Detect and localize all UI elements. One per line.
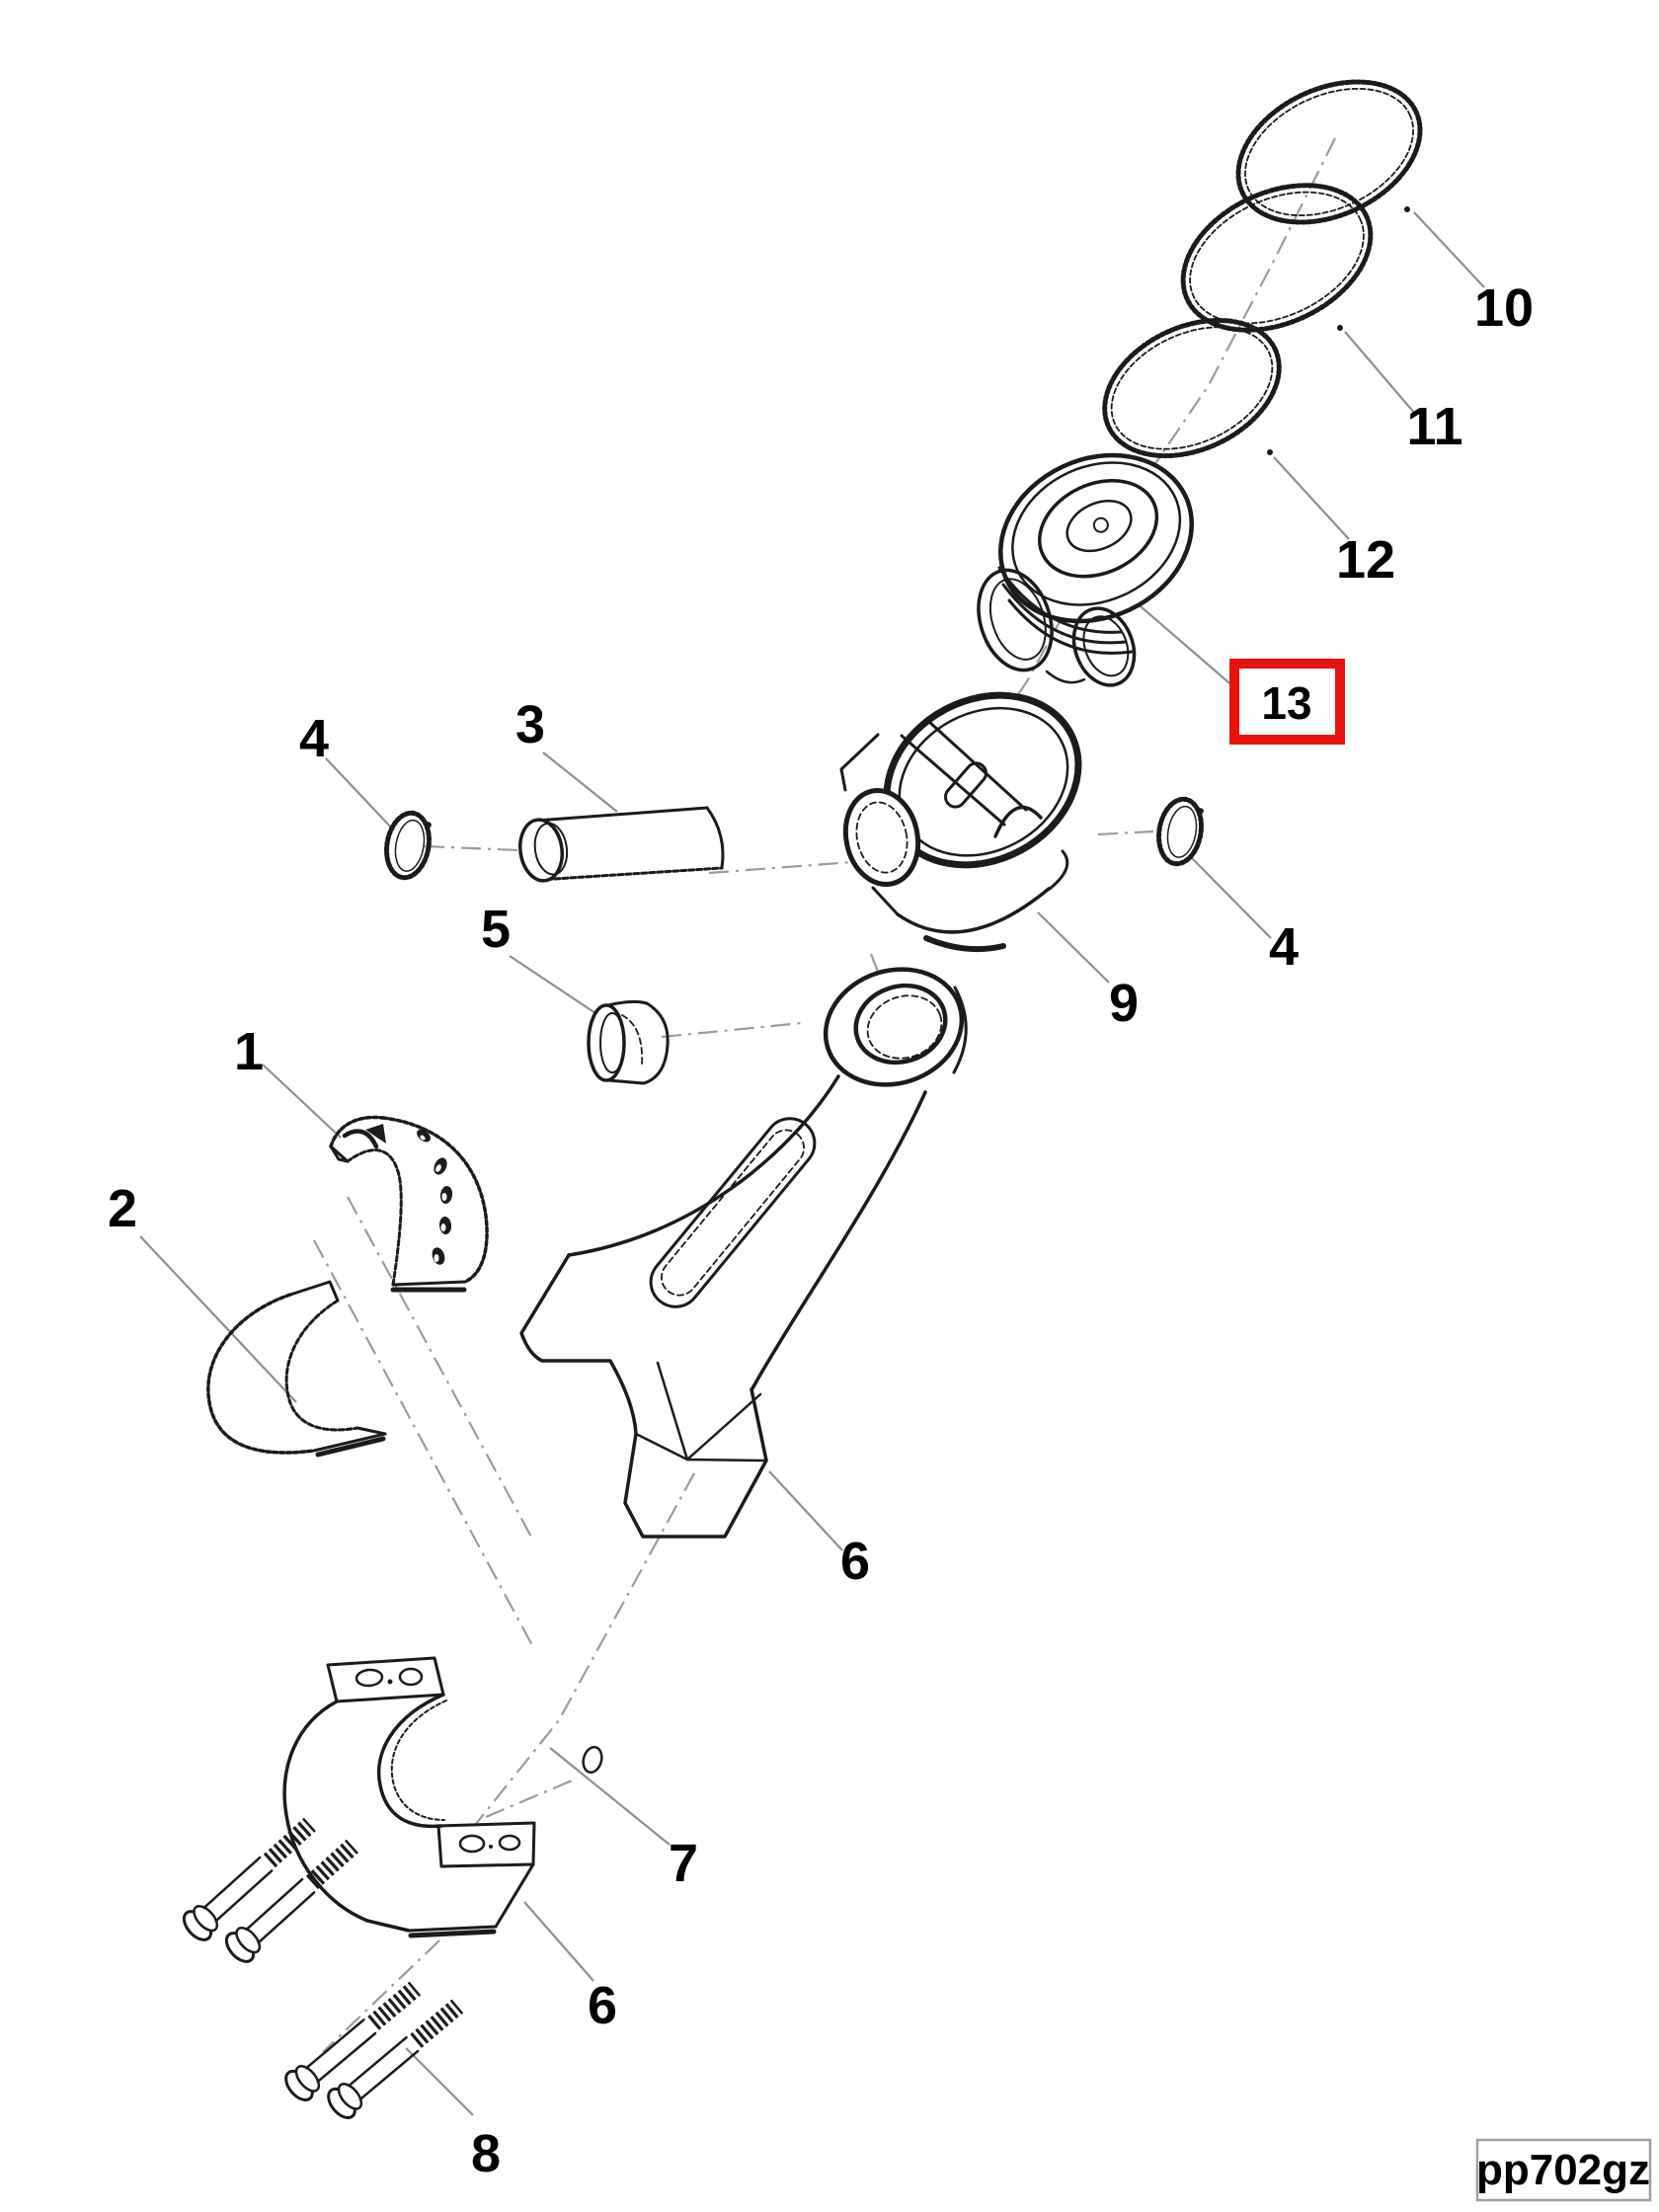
leader-12 <box>1273 456 1350 540</box>
piston-9-skirt-bottom <box>896 887 1051 934</box>
bearing-shell-1 <box>329 1115 489 1293</box>
shell-1-oil-holes <box>417 1129 453 1265</box>
piston-ring-11 <box>1180 183 1374 333</box>
leader-lines <box>139 211 1485 2116</box>
part-label-4-left: 4 <box>299 709 329 768</box>
bushing-5 <box>587 999 670 1085</box>
leader-1 <box>262 1064 342 1139</box>
axis-rings-to-pistons <box>985 137 1336 744</box>
bearing-shell-2 <box>206 1280 387 1458</box>
piston-9-skirt-right <box>1048 849 1069 891</box>
part-label-6-rod: 6 <box>840 1532 870 1591</box>
piston-13-skirt-lobe-right <box>1071 606 1137 687</box>
leader-3 <box>542 751 618 813</box>
part-labels: 1 2 3 4 4 5 6 6 7 8 9 10 11 12 <box>108 278 1534 2183</box>
leader-6-cap <box>523 1901 594 1982</box>
cap-top-boss <box>326 1656 445 1703</box>
diagram-code-badge: pp702gz <box>1475 2138 1652 2202</box>
leader-11 <box>1344 331 1416 415</box>
rod-shank-slot-inner <box>661 1129 805 1297</box>
piston-9-skirt-left <box>871 886 900 916</box>
rod-shank-slot <box>649 1117 817 1308</box>
axis-pin-middle <box>708 859 866 875</box>
part-label-13: 13 <box>1261 677 1311 729</box>
piston-9-top-corner <box>839 733 880 792</box>
part-label-6-cap: 6 <box>588 1976 617 2035</box>
leader-5 <box>509 955 596 1014</box>
ring-groove-1 <box>997 566 1123 634</box>
ring-groove-3 <box>1007 598 1134 655</box>
piston-pin-3 <box>518 806 725 883</box>
part-label-1: 1 <box>234 1022 264 1081</box>
ring-groove-2 <box>1001 583 1128 645</box>
axis-pin-right <box>1097 830 1154 836</box>
piston-9-pin-boss-arc <box>993 805 1043 838</box>
leader-7 <box>549 1747 671 1846</box>
part-label-10: 10 <box>1474 278 1534 338</box>
ring-12-gap-dot <box>1267 449 1273 455</box>
leader-6-rod <box>768 1470 843 1551</box>
leader-9 <box>1037 911 1110 984</box>
axis-bushing <box>661 1021 803 1039</box>
part-label-7: 7 <box>669 1834 698 1893</box>
part-label-12: 12 <box>1336 530 1395 590</box>
leader-8 <box>405 2047 474 2116</box>
diagram-code-text: pp702gz <box>1476 2146 1650 2194</box>
piston-13 <box>977 452 1194 687</box>
piston-9-skirt-edge <box>923 935 1006 953</box>
cap-bore-arc <box>377 1693 445 1829</box>
leader-10 <box>1413 211 1485 288</box>
highlighted-part-13: 13 <box>1229 659 1345 745</box>
rod-shank-left-edge <box>567 1074 840 1257</box>
explosion-axis-lines <box>313 137 1336 2053</box>
cap-bolts-8 <box>179 1813 467 2123</box>
circlip-4-right <box>1154 796 1207 867</box>
piston-13-skirt-lobe-left <box>977 568 1054 672</box>
piston-9-pin-bore <box>842 787 921 888</box>
piston-9-rib-2 <box>927 720 1028 812</box>
part-label-9: 9 <box>1109 974 1139 1033</box>
leader-4-right <box>1190 856 1272 939</box>
rod-foot-inner-edges <box>634 1361 768 1462</box>
axis-cap-to-bolts <box>322 1939 440 2053</box>
dowel-pin-7 <box>582 1745 603 1775</box>
cap-bore-arc-inner <box>390 1699 447 1821</box>
axis-dowel-pin <box>485 1777 578 1819</box>
piston-13-skirt-bridge <box>1045 670 1086 684</box>
big-end-cap-6 <box>282 1656 536 1938</box>
cap-right-boss <box>436 1821 536 1868</box>
part-label-11: 11 <box>1406 397 1462 456</box>
leader-13 <box>1133 599 1236 689</box>
bolt-upper-2 <box>221 1835 362 1967</box>
part-label-2: 2 <box>108 1179 137 1238</box>
part-label-4-right: 4 <box>1269 917 1299 977</box>
axis-shell1 <box>347 1196 534 1541</box>
piston-ring-10 <box>1235 79 1423 225</box>
highlight-box <box>1229 659 1345 745</box>
axis-shell2 <box>313 1239 534 1648</box>
leader-2 <box>139 1235 297 1403</box>
rod-big-end-foot <box>519 1253 768 1539</box>
piston-9-rib-1 <box>900 734 1006 827</box>
part-label-8: 8 <box>471 2124 501 2183</box>
bolt-upper-1 <box>179 1813 320 1945</box>
rod-small-end <box>823 967 968 1087</box>
leader-4-left <box>325 757 395 831</box>
piston-9-center-slot <box>944 761 988 809</box>
piston-9 <box>839 691 1082 953</box>
ring-10-gap-dot <box>1404 206 1410 212</box>
cap-outer-arc <box>282 1699 411 1933</box>
piston-ring-12 <box>1102 317 1282 459</box>
connecting-rod-6 <box>519 967 968 1539</box>
axis-rod-to-cap <box>463 1472 695 1840</box>
axis-pin-left <box>424 844 520 852</box>
rod-shank-right-edge <box>750 1090 927 1390</box>
part-label-3: 3 <box>515 695 545 754</box>
ring-11-gap-dot <box>1337 325 1343 331</box>
diagram-code-box <box>1475 2138 1652 2202</box>
part-label-5: 5 <box>481 900 511 959</box>
